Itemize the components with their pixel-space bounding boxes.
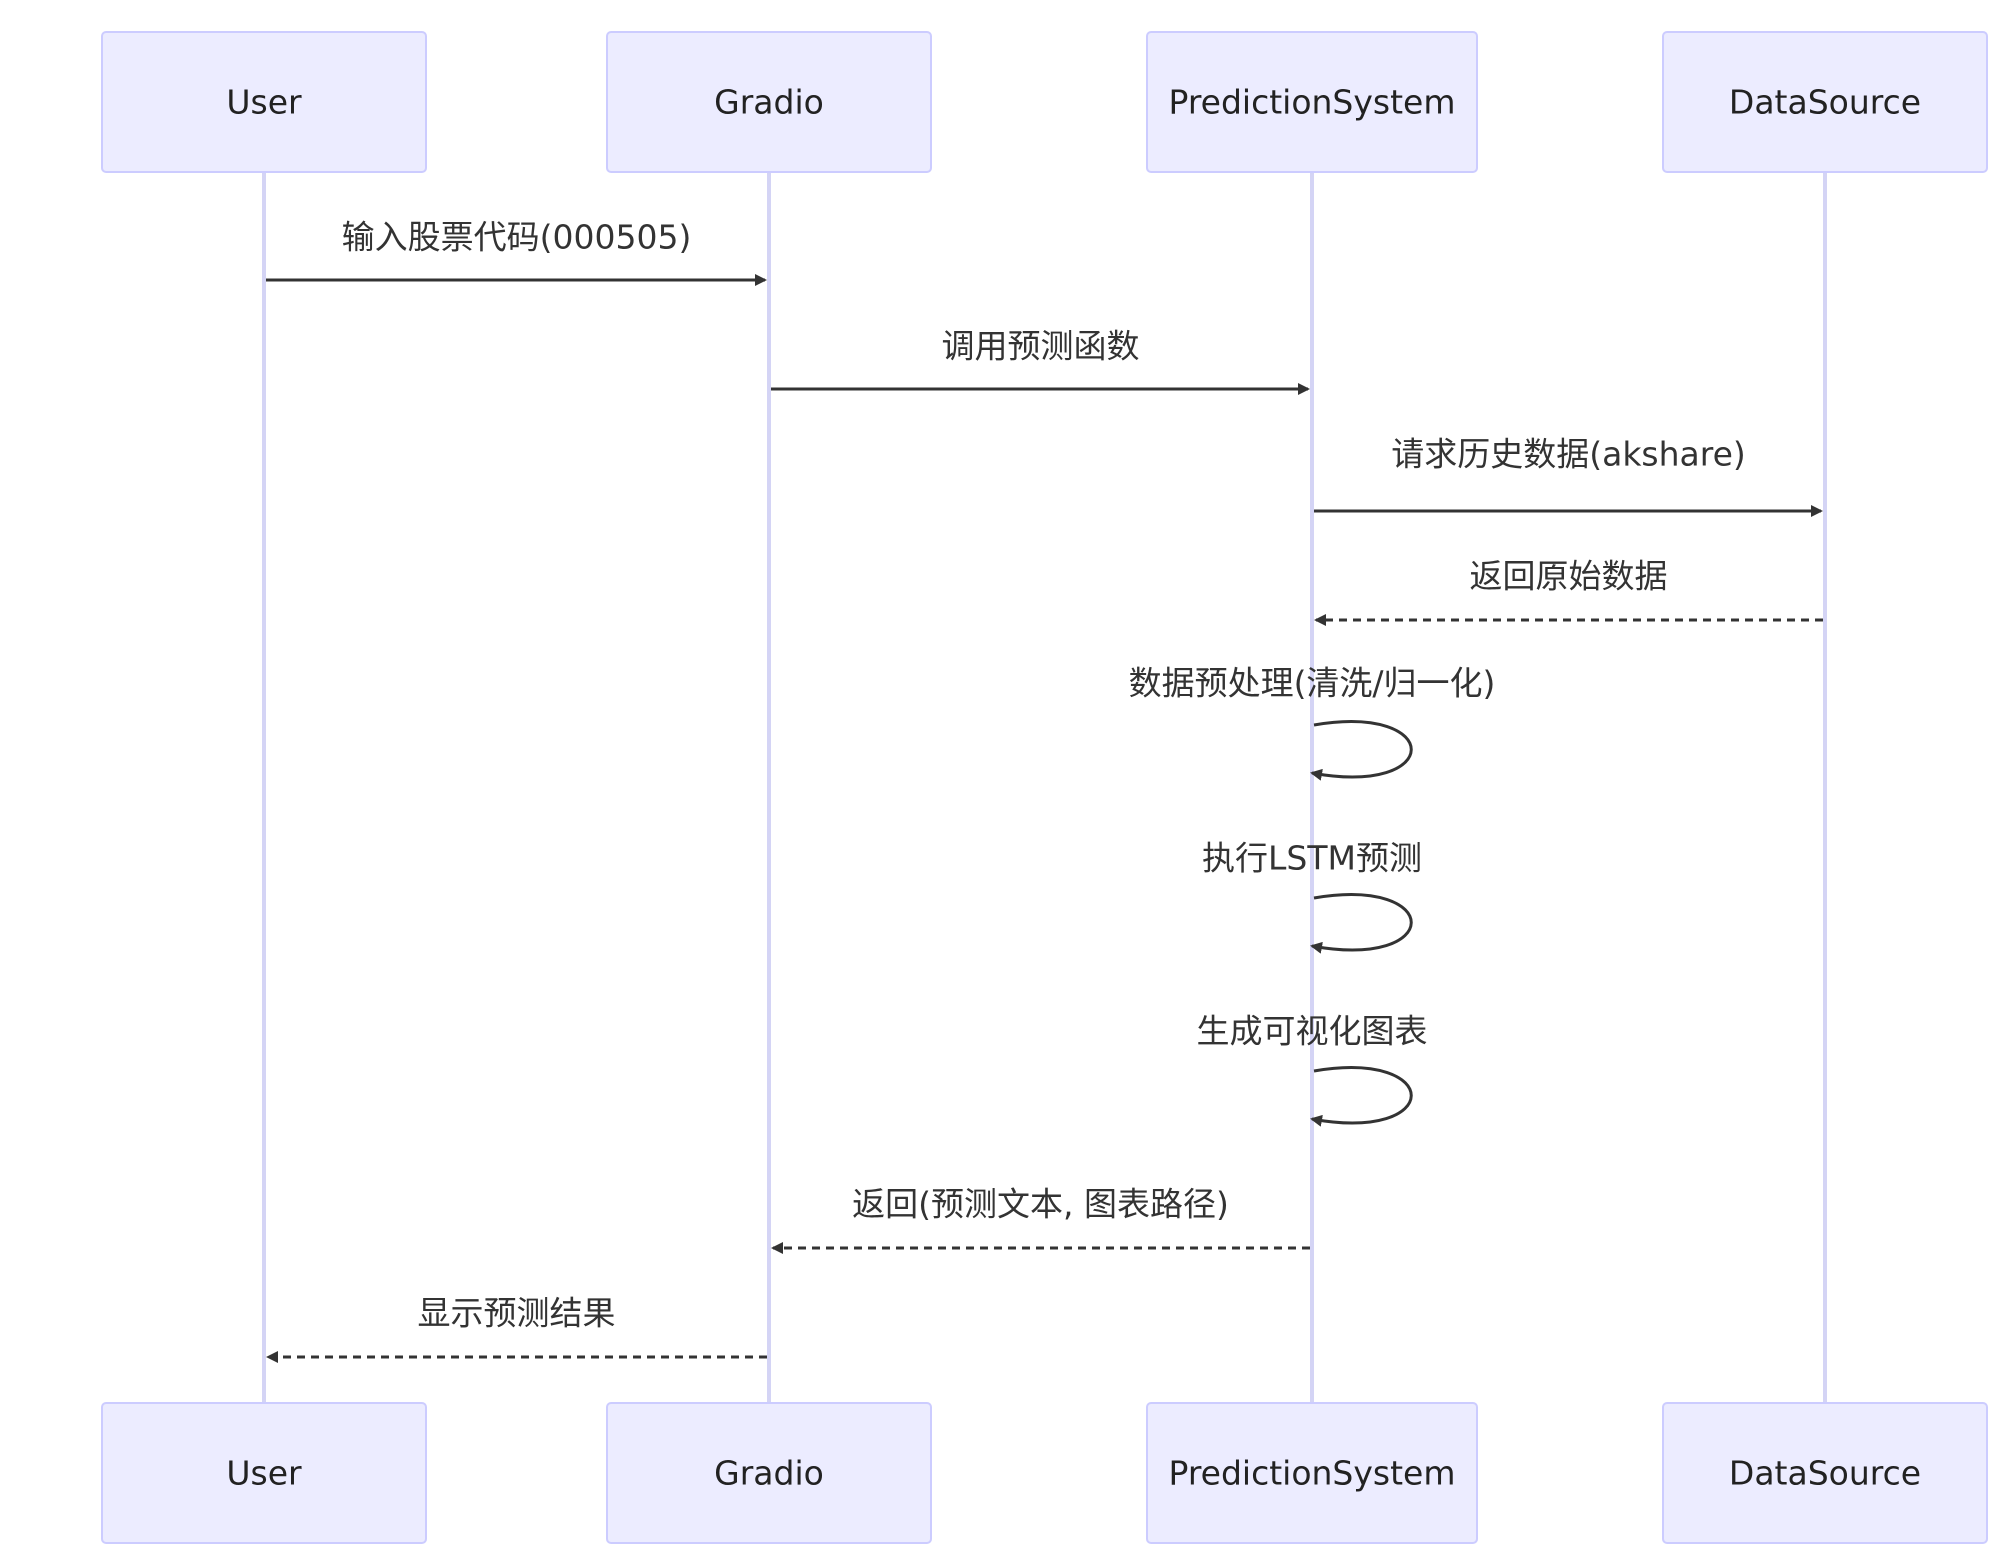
message-label: 显示预测结果	[418, 1294, 616, 1333]
message-4: 返回原始数据	[1314, 557, 1823, 626]
actor-label: DataSource	[1729, 83, 1921, 122]
actor-box	[606, 1402, 932, 1544]
message-label: 输入股票代码(000505)	[342, 218, 692, 257]
message-7: 生成可视化图表	[1197, 1012, 1428, 1127]
self-loop-arrow	[1310, 893, 1413, 954]
message-label: 返回(预测文本, 图表路径)	[852, 1185, 1229, 1224]
message-label: 执行LSTM预测	[1202, 839, 1422, 878]
message-label: 返回原始数据	[1470, 557, 1668, 596]
message-6: 执行LSTM预测	[1202, 839, 1422, 954]
actor-box	[101, 1402, 427, 1544]
self-loop-arrow	[1310, 1066, 1413, 1127]
message-8: 返回(预测文本, 图表路径)	[771, 1185, 1310, 1254]
actor-bottom-datasource: DataSource	[1662, 1402, 1988, 1544]
actor-top-gradio: Gradio	[606, 31, 932, 173]
actor-label: Gradio	[714, 83, 824, 122]
message-9: 显示预测结果	[266, 1294, 767, 1363]
self-loop-arrow	[1310, 720, 1413, 781]
actor-top-prediction: PredictionSystem	[1146, 31, 1478, 173]
actor-box	[101, 31, 427, 173]
message-5: 数据预处理(清洗/归一化)	[1129, 664, 1496, 781]
actor-label: PredictionSystem	[1169, 83, 1456, 122]
actor-bottom-gradio: Gradio	[606, 1402, 932, 1544]
message-1: 输入股票代码(000505)	[266, 218, 767, 286]
message-label: 调用预测函数	[942, 327, 1140, 366]
actor-bottom-user: User	[101, 1402, 427, 1544]
message-2: 调用预测函数	[771, 327, 1310, 395]
actor-top-datasource: DataSource	[1662, 31, 1988, 173]
message-label: 生成可视化图表	[1197, 1012, 1428, 1051]
actor-box	[1662, 31, 1988, 173]
message-label: 数据预处理(清洗/归一化)	[1129, 664, 1496, 703]
actor-box	[1662, 1402, 1988, 1544]
actor-box	[1146, 1402, 1478, 1544]
actor-label: User	[226, 83, 302, 122]
actor-box	[1146, 31, 1478, 173]
actor-top-user: User	[101, 31, 427, 173]
message-3: 请求历史数据(akshare)	[1314, 435, 1823, 517]
actor-label: DataSource	[1729, 1454, 1921, 1493]
actor-bottom-prediction: PredictionSystem	[1146, 1402, 1478, 1544]
actor-label: Gradio	[714, 1454, 824, 1493]
message-label: 请求历史数据(akshare)	[1391, 435, 1746, 474]
actor-label: PredictionSystem	[1169, 1454, 1456, 1493]
actor-label: User	[226, 1454, 302, 1493]
actor-box	[606, 31, 932, 173]
